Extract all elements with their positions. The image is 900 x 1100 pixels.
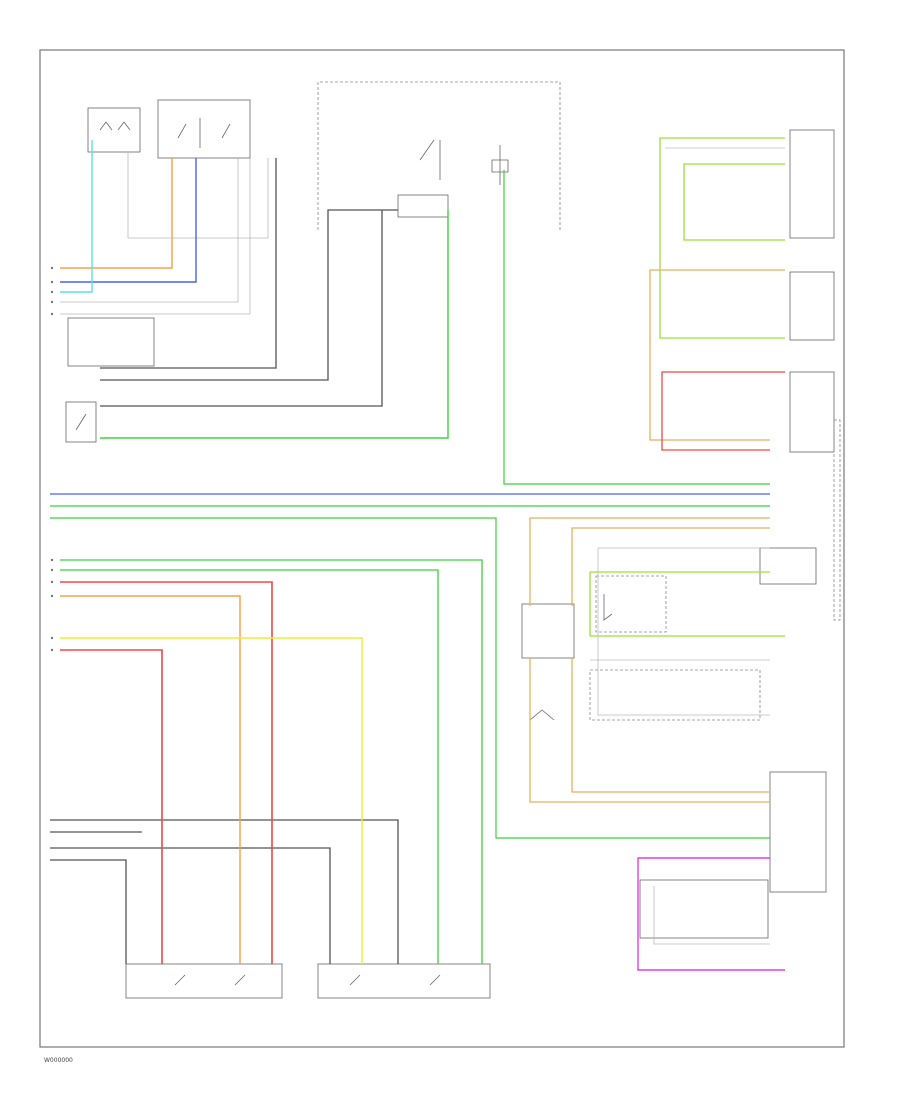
component-left-switch [65, 401, 97, 443]
component-center-right-4 [589, 669, 761, 721]
light-wires [60, 147, 785, 945]
green-wire-upper [100, 210, 449, 439]
relay-coil-top [491, 145, 509, 185]
lime-wires-right [589, 137, 785, 637]
component-bottom-right [639, 879, 769, 939]
component-bottom-left [125, 963, 283, 999]
component-bottom-center [317, 963, 491, 999]
orange-wire [60, 158, 173, 269]
component-top-left-1 [87, 107, 141, 153]
horizontal-bus-wires [50, 493, 770, 839]
gray-wires [50, 158, 399, 964]
component-right-3 [789, 371, 835, 453]
component-right-4 [759, 547, 817, 585]
component-left-middle [67, 317, 155, 367]
red-wires-right [661, 371, 785, 451]
blue-wire [60, 158, 197, 283]
cyan-wire [60, 140, 93, 293]
component-right-1 [789, 129, 835, 239]
relay-switch-top [397, 139, 449, 218]
footer-code: W000000 [44, 1057, 73, 1064]
component-right-5 [769, 771, 827, 893]
lower-left-wires [60, 559, 483, 964]
component-right-connector-strip [833, 419, 841, 621]
component-center-right-1 [595, 575, 667, 633]
left-connector-pins [50, 266, 54, 652]
component-top-left-2 [157, 99, 251, 159]
dashed-enclosure-top [317, 81, 561, 230]
green-wire-top-right [503, 170, 770, 485]
component-right-2 [789, 271, 835, 341]
tan-wires-right [529, 269, 785, 803]
diagram-frame [39, 49, 845, 1048]
component-center-right-2 [521, 603, 575, 659]
magenta-wire [637, 857, 785, 971]
component-center-right-3 [529, 709, 555, 721]
